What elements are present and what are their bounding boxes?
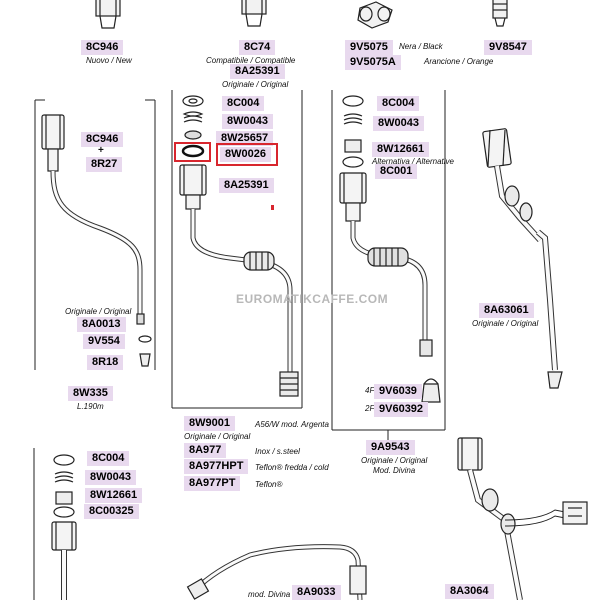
part-label: 8C001 bbox=[375, 164, 418, 179]
part-label: 8W0043 bbox=[85, 470, 136, 485]
part-label: 8A63061 bbox=[479, 303, 534, 318]
plus-sign: + bbox=[98, 145, 104, 156]
part-note: Nera / Black bbox=[399, 42, 443, 51]
clip-9v5075-drawing bbox=[357, 1, 393, 29]
part-label: 8W25657 bbox=[216, 131, 274, 146]
part-label: 8C004 bbox=[222, 96, 265, 111]
part-label: 8W9001 bbox=[184, 416, 235, 431]
tube-8a25391-drawing bbox=[179, 164, 299, 397]
part-label: 8C946 bbox=[81, 40, 124, 55]
part-note: Nuovo / New bbox=[86, 56, 132, 65]
part-label-highlighted: 8W0026 bbox=[220, 147, 271, 162]
part-label: 8C74 bbox=[239, 40, 276, 55]
washers-center-drawing bbox=[181, 95, 205, 158]
tube-8w335-drawing bbox=[41, 114, 152, 367]
part-label: 8C00325 bbox=[84, 504, 139, 519]
part-label: 9V5075A bbox=[345, 55, 401, 70]
part-note: L.190m bbox=[77, 402, 104, 411]
part-label: 9A9543 bbox=[366, 440, 415, 455]
part-note: Originale / Original bbox=[222, 80, 289, 89]
part-note: Arancione / Orange bbox=[424, 57, 494, 66]
part-label: 8W335 bbox=[68, 386, 113, 401]
part-note: Mod. Divina bbox=[373, 466, 416, 475]
part-label: 9V554 bbox=[83, 334, 125, 349]
part-label: 8W12661 bbox=[85, 488, 143, 503]
marker-dot bbox=[271, 205, 274, 210]
tube-9a9543-drawing bbox=[339, 172, 433, 357]
part-label: 8A25391 bbox=[219, 178, 274, 193]
part-label: 8W12661 bbox=[372, 142, 430, 157]
part-note: Originale / Original bbox=[184, 432, 251, 441]
wand-8a63061-drawing bbox=[482, 128, 563, 389]
washers-right-drawing bbox=[342, 95, 364, 168]
part-note: Teflon® fredda / cold bbox=[255, 463, 329, 472]
nut-8c946-drawing bbox=[95, 0, 121, 29]
tip-9v6039-drawing bbox=[421, 378, 441, 403]
part-label: 8A977 bbox=[184, 443, 227, 458]
part-note: mod. Divina bbox=[248, 590, 291, 599]
part-note: Compatibile / Compatible bbox=[206, 56, 296, 65]
watermark: EUROMATIKCAFFE.COM bbox=[236, 292, 389, 306]
part-label: 9V6039 bbox=[374, 384, 422, 399]
part-label: 8A3064 bbox=[445, 584, 494, 599]
part-note: A56/W mod. Argenta bbox=[255, 420, 329, 429]
part-label: 8W0043 bbox=[222, 114, 273, 129]
part-note: Teflon® bbox=[255, 480, 283, 489]
part-note: Alternativa / Alternative bbox=[372, 157, 454, 166]
part-label: 9V60392 bbox=[374, 402, 429, 417]
part-label: 8C004 bbox=[87, 451, 130, 466]
part-label: 9V8547 bbox=[484, 40, 532, 55]
part-note: Originale / Original bbox=[65, 307, 132, 316]
part-label: 8R18 bbox=[87, 355, 124, 370]
part-note: Originale / Original bbox=[361, 456, 428, 465]
part-label: 8A0013 bbox=[77, 317, 126, 332]
wand-8a3064-drawing bbox=[457, 437, 588, 600]
part-label: 8C946 bbox=[81, 132, 124, 147]
part-label: 8A25391 bbox=[230, 64, 285, 79]
part-label: 8C004 bbox=[377, 96, 420, 111]
part-note: Originale / Original bbox=[472, 319, 539, 328]
washers-bottom-left-drawing bbox=[51, 454, 77, 600]
part-label: 9V5075 bbox=[345, 40, 393, 55]
tip-prefix: 2F bbox=[365, 404, 375, 413]
tube-8a9033-drawing bbox=[186, 544, 367, 600]
cap-9v8547-drawing bbox=[492, 0, 508, 27]
part-label: 8A977HPT bbox=[184, 459, 249, 474]
part-label: 8A9033 bbox=[292, 585, 341, 600]
part-note: Inox / s.steel bbox=[255, 447, 300, 456]
highlight-box bbox=[174, 142, 211, 162]
part-label: 8A977PT bbox=[184, 476, 241, 491]
tip-prefix: 4F bbox=[365, 386, 375, 395]
part-label: 8W0043 bbox=[373, 116, 424, 131]
highlight-box bbox=[216, 143, 278, 166]
part-label: 8R27 bbox=[86, 157, 123, 172]
nut-8c74-drawing bbox=[241, 0, 267, 27]
